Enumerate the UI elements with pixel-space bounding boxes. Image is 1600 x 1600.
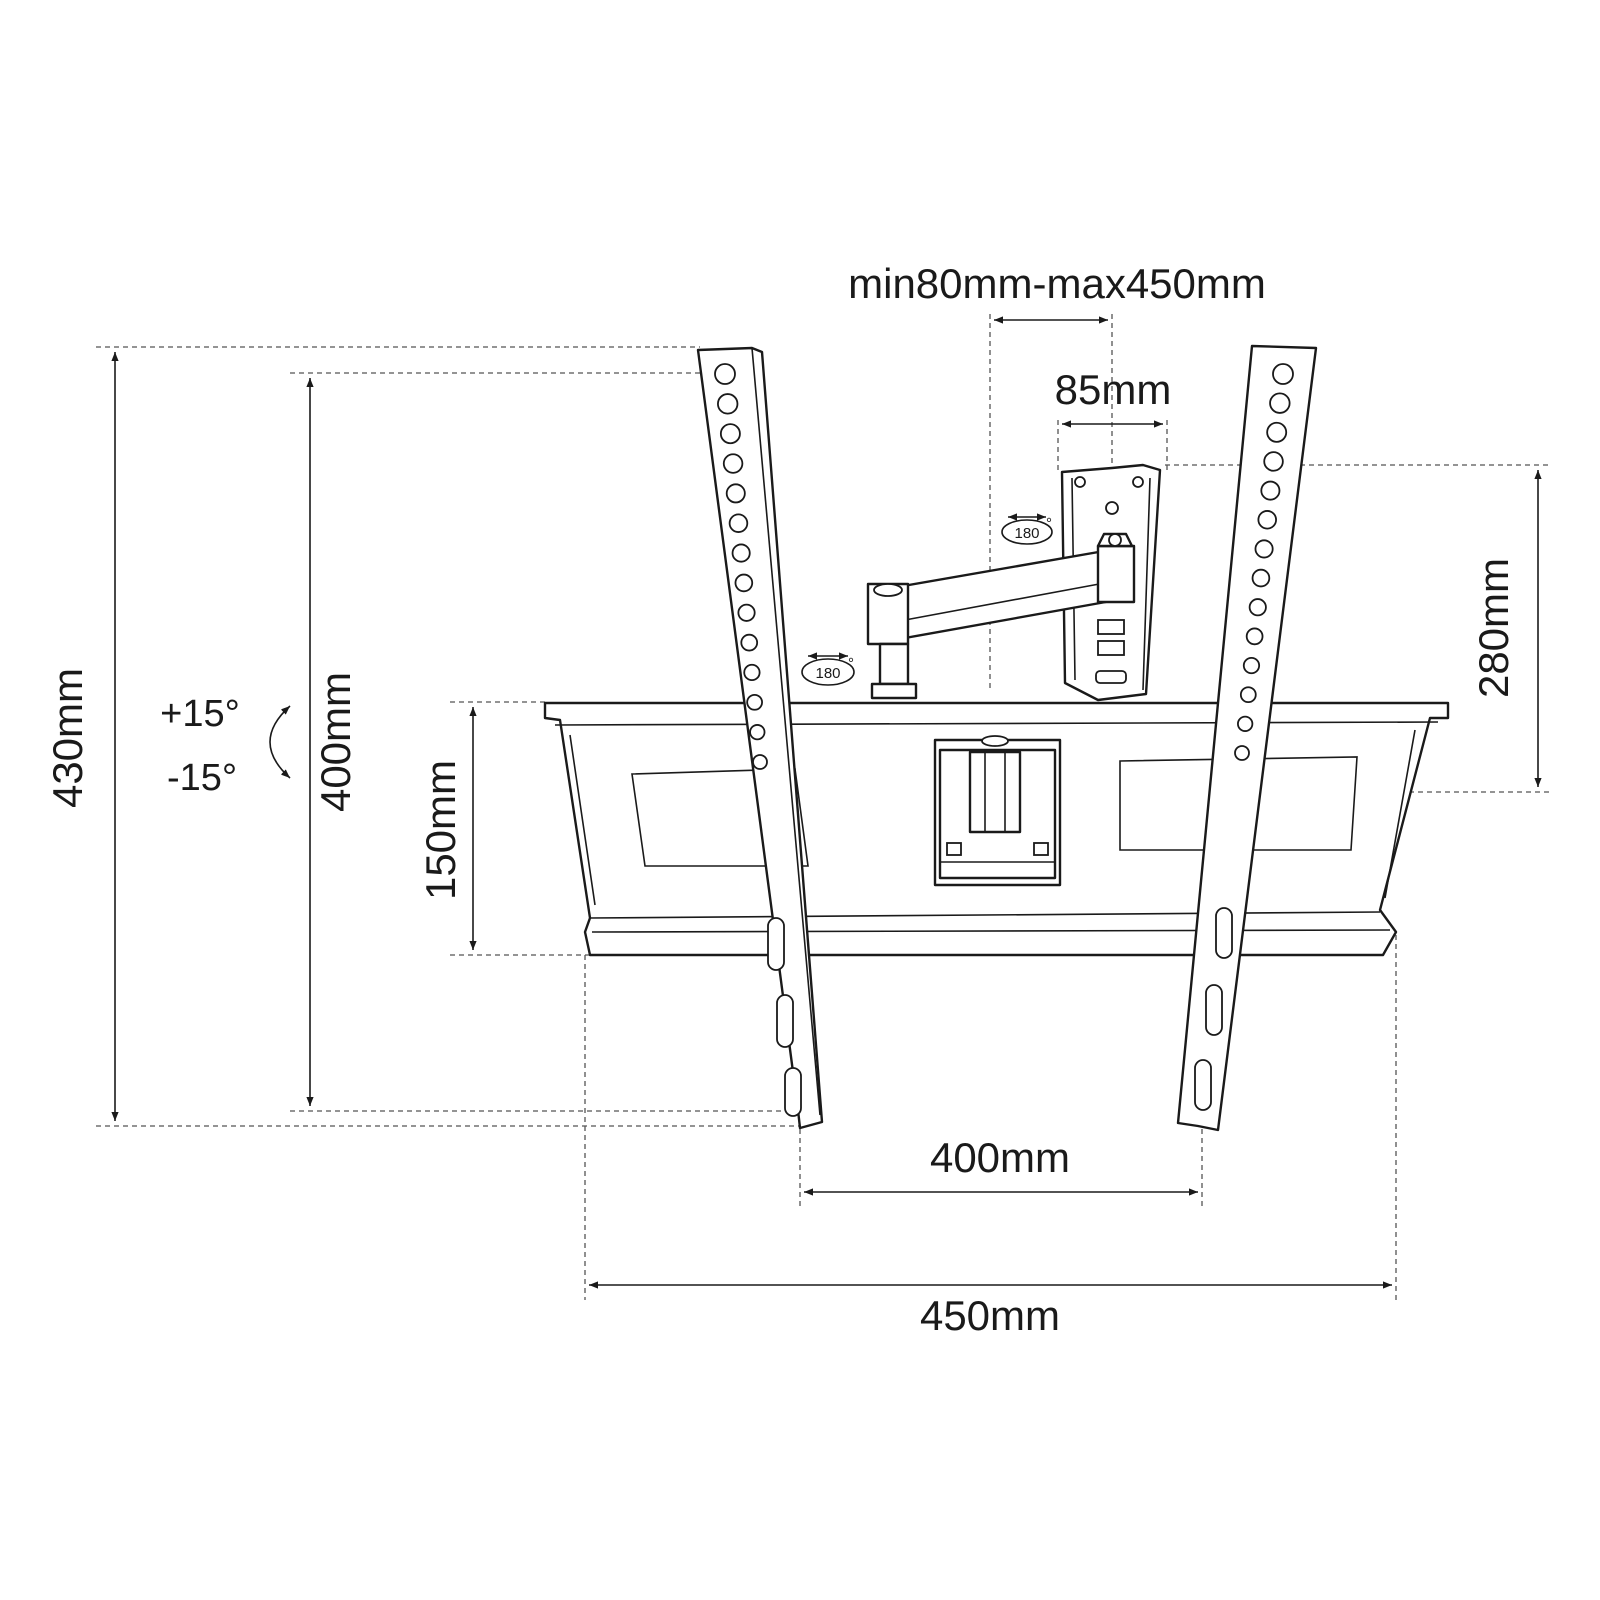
left-rail-hole xyxy=(752,754,768,770)
plate-width-label: 85mm xyxy=(1055,366,1172,413)
svg-text:°: ° xyxy=(1046,515,1052,532)
left-rail-hole xyxy=(717,393,739,415)
left-rail-hole xyxy=(714,363,736,385)
right-rail-hole xyxy=(1248,598,1267,617)
extension-label: min80mm-max450mm xyxy=(848,260,1266,307)
right-rail-holes xyxy=(1234,363,1294,761)
swivel-bottom-label: 180 xyxy=(815,665,840,682)
right-rail-hole xyxy=(1266,421,1288,443)
left-rail-hole xyxy=(740,633,759,652)
left-rail-hole xyxy=(737,603,756,622)
left-rail-hole xyxy=(743,663,761,682)
right-rail-hole xyxy=(1239,686,1257,704)
swivel-badge-bottom: 180 ° xyxy=(801,652,855,686)
left-rail-hole xyxy=(731,543,751,563)
left-rail-hole xyxy=(725,483,746,504)
right-rail-hole xyxy=(1263,451,1284,472)
right-rail-hole xyxy=(1251,568,1271,588)
tilt-indicator: +15° -15° xyxy=(160,693,291,799)
right-rail-hole xyxy=(1245,627,1264,646)
vesa-horizontal-label: 400mm xyxy=(930,1134,1070,1181)
dimension-labels: min80mm-max450mm 85mm 280mm 430mm 400mm … xyxy=(44,260,1517,1339)
swivel-badge-top: 180 ° xyxy=(1001,513,1053,545)
overall-height-label: 430mm xyxy=(44,668,91,808)
right-rail-hole xyxy=(1237,715,1254,732)
right-rail-hole xyxy=(1242,656,1261,675)
plate-height-label: 280mm xyxy=(1470,558,1517,698)
left-rail-hole xyxy=(719,423,741,445)
frame-width-label: 450mm xyxy=(920,1292,1060,1339)
right-rail-hole xyxy=(1234,745,1250,761)
right-rail-hole xyxy=(1272,363,1294,385)
left-rail-hole xyxy=(749,724,766,741)
left-vesa-rail xyxy=(696,346,824,1130)
svg-text:°: ° xyxy=(848,655,854,672)
vesa-vertical-label: 400mm xyxy=(312,672,359,812)
swivel-top-label: 180 xyxy=(1014,525,1039,542)
center-bracket xyxy=(933,735,1062,887)
right-rail-hole xyxy=(1257,510,1277,530)
left-rail-hole xyxy=(728,513,749,533)
right-vesa-rail xyxy=(1176,344,1318,1132)
tv-frame xyxy=(543,701,1450,957)
left-rail-holes xyxy=(714,363,768,770)
tilt-down-label: -15° xyxy=(167,757,237,799)
left-rail-hole xyxy=(734,573,754,593)
right-rail-hole xyxy=(1269,392,1291,414)
frame-height-label: 150mm xyxy=(417,760,464,900)
tilt-up-label: +15° xyxy=(160,693,240,735)
dimension-lines xyxy=(111,316,1542,1289)
left-rail-hole xyxy=(746,693,763,711)
left-rail-hole xyxy=(722,453,744,474)
right-rail-hole xyxy=(1260,480,1281,501)
right-rail-hole xyxy=(1254,539,1274,559)
swing-arm xyxy=(866,532,1136,700)
